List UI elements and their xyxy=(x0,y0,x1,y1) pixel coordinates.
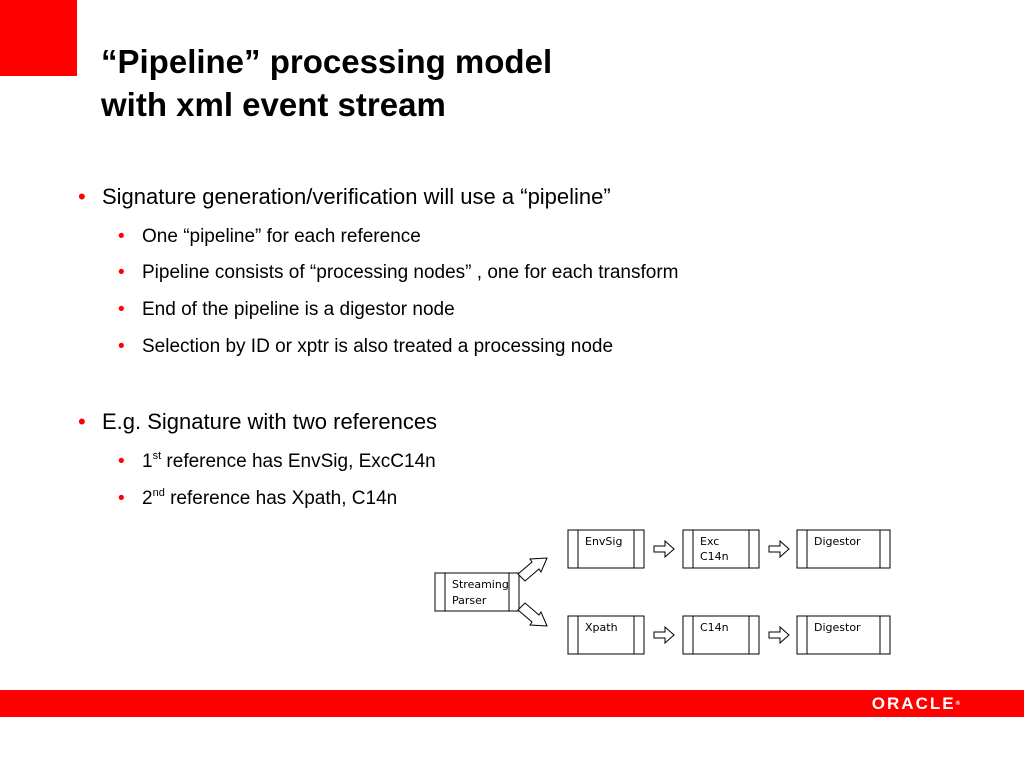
pipeline-diagram: Streaming Parser EnvSig Exc C14n Digesto… xyxy=(434,529,891,655)
bullet-text: End of the pipeline is a digestor node xyxy=(142,299,455,320)
registered-mark: ® xyxy=(955,701,960,707)
streaming-parser-node: Streaming Parser xyxy=(434,572,520,612)
exc-c14n-label-2: C14n xyxy=(700,550,729,563)
sub-bullet-item: • End of the pipeline is a digestor node xyxy=(118,299,455,321)
arrow-right-icon xyxy=(768,625,790,645)
ordinal-number: 2 xyxy=(142,488,153,509)
arrow-right-icon xyxy=(653,539,675,559)
digestor-label: Digestor xyxy=(814,621,861,634)
bullet-dot: • xyxy=(118,451,125,472)
sub-bullet-item: • Selection by ID or xptr is also treate… xyxy=(118,336,614,358)
c14n-node: C14n xyxy=(682,615,760,655)
logo-text: ORACLE xyxy=(871,694,956,713)
digestor-node: Digestor xyxy=(796,615,891,655)
bullet-dot: • xyxy=(118,262,125,283)
xpath-node: Xpath xyxy=(567,615,645,655)
bullet-text: reference has EnvSig, ExcC14n xyxy=(161,451,436,472)
oracle-logo: ORACLE® xyxy=(872,692,960,716)
bullet-item: • Signature generation/verification will… xyxy=(78,184,611,210)
red-corner-block xyxy=(0,0,77,76)
slide-title: “Pipeline” processing model with xml eve… xyxy=(101,40,552,126)
footer-bar xyxy=(0,690,1024,717)
bullet-text: Signature generation/verification will u… xyxy=(102,184,611,209)
bullet-text: Selection by ID or xptr is also treated … xyxy=(142,336,614,357)
ordinal-suffix: nd xyxy=(152,487,165,499)
branch-arrow-up-icon xyxy=(517,557,548,582)
exc-c14n-node: Exc C14n xyxy=(682,529,760,569)
bullet-dot: • xyxy=(78,184,86,209)
streaming-parser-label-1: Streaming xyxy=(452,578,509,591)
sub-bullet-item: • Pipeline consists of “processing nodes… xyxy=(118,262,679,284)
bullet-text: E.g. Signature with two references xyxy=(102,409,438,434)
title-line-1: “Pipeline” processing model xyxy=(101,43,553,80)
bullet-dot: • xyxy=(78,409,86,434)
sub-bullet-item: • 2nd reference has Xpath, C14n xyxy=(118,487,398,510)
bullet-dot: • xyxy=(118,488,125,509)
bullet-text: One “pipeline” for each reference xyxy=(142,226,421,247)
arrow-right-icon xyxy=(653,625,675,645)
sub-bullet-item: • One “pipeline” for each reference xyxy=(118,226,421,248)
bullet-text: reference has Xpath, C14n xyxy=(164,488,398,509)
title-line-2: with xml event stream xyxy=(101,86,446,123)
c14n-label: C14n xyxy=(700,621,729,634)
digestor-node: Digestor xyxy=(796,529,891,569)
bullet-dot: • xyxy=(118,336,125,357)
ordinal-number: 1 xyxy=(142,451,153,472)
bullet-dot: • xyxy=(118,226,125,247)
ordinal-suffix: st xyxy=(152,450,162,462)
xpath-label: Xpath xyxy=(585,621,618,634)
envsig-node: EnvSig xyxy=(567,529,645,569)
bullet-dot: • xyxy=(118,299,125,320)
digestor-label: Digestor xyxy=(814,535,861,548)
envsig-label: EnvSig xyxy=(585,535,622,548)
streaming-parser-label-2: Parser xyxy=(452,594,487,607)
sub-bullet-item: • 1st reference has EnvSig, ExcC14n xyxy=(118,450,436,473)
bullet-text: Pipeline consists of “processing nodes” … xyxy=(142,262,679,283)
arrow-right-icon xyxy=(768,539,790,559)
bullet-item: • E.g. Signature with two references xyxy=(78,409,438,435)
exc-c14n-label-1: Exc xyxy=(700,535,719,548)
branch-arrow-down-icon xyxy=(517,602,548,627)
